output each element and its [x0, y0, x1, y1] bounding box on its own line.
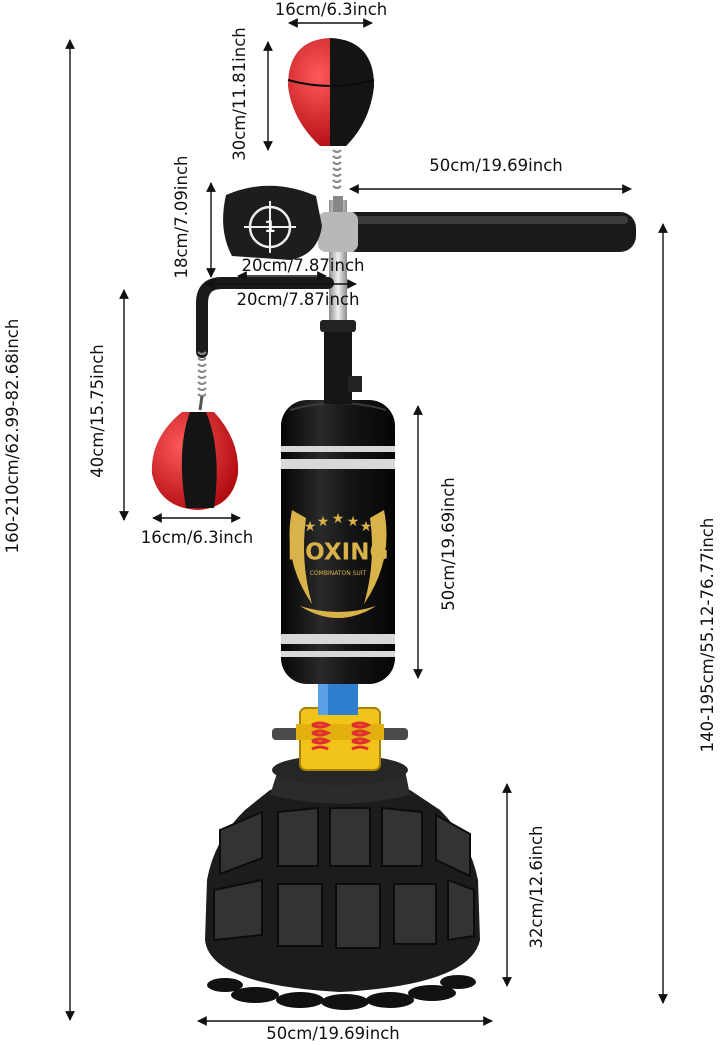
suction-cups — [207, 975, 476, 1010]
pad-height-label: 18cm/7.09inch — [171, 155, 191, 279]
column-height-label: 140-195cm/55.12-76.77inch — [697, 517, 717, 753]
weighted-base — [205, 755, 480, 1010]
svg-text:★: ★ — [304, 519, 317, 535]
svg-text:★: ★ — [332, 511, 345, 527]
svg-text:★: ★ — [360, 519, 373, 535]
svg-text:★: ★ — [347, 514, 360, 530]
bag-subtitle-text: COMBINATON SUIT — [309, 570, 367, 577]
rotating-arm — [318, 212, 636, 252]
reflex-pad — [223, 185, 322, 260]
side-speed-ball — [151, 412, 239, 510]
hook-width-label: 20cm/7.87inch — [236, 289, 360, 309]
side-ball-width-label: 16cm/6.3inch — [140, 527, 254, 547]
top-speed-ball — [287, 38, 375, 212]
svg-text:★: ★ — [317, 514, 330, 530]
top-ball-width-label: 16cm/6.3inch — [274, 0, 388, 19]
spring-shock-absorber — [272, 683, 408, 771]
base-height-label: 32cm/12.6inch — [526, 825, 546, 949]
dimension-lines — [65, 18, 668, 1026]
pad-width-label: 20cm/7.87inch — [241, 255, 365, 275]
top-ball-height-label: 30cm/11.81inch — [229, 27, 249, 161]
bag-height-label: 50cm/19.69inch — [438, 477, 458, 611]
punching-bag: ★★★ ★★ — [281, 400, 395, 684]
bag-brand-text: BOXING — [287, 539, 389, 566]
base-width-label: 50cm/19.69inch — [266, 1023, 400, 1043]
total-height-label: 160-210cm/62.99-82.68inch — [2, 318, 22, 554]
pad-number-text: 1 — [264, 217, 276, 236]
side-ball-drop-label: 40cm/15.75inch — [87, 344, 107, 478]
arm-length-label: 50cm/19.69inch — [429, 155, 563, 175]
